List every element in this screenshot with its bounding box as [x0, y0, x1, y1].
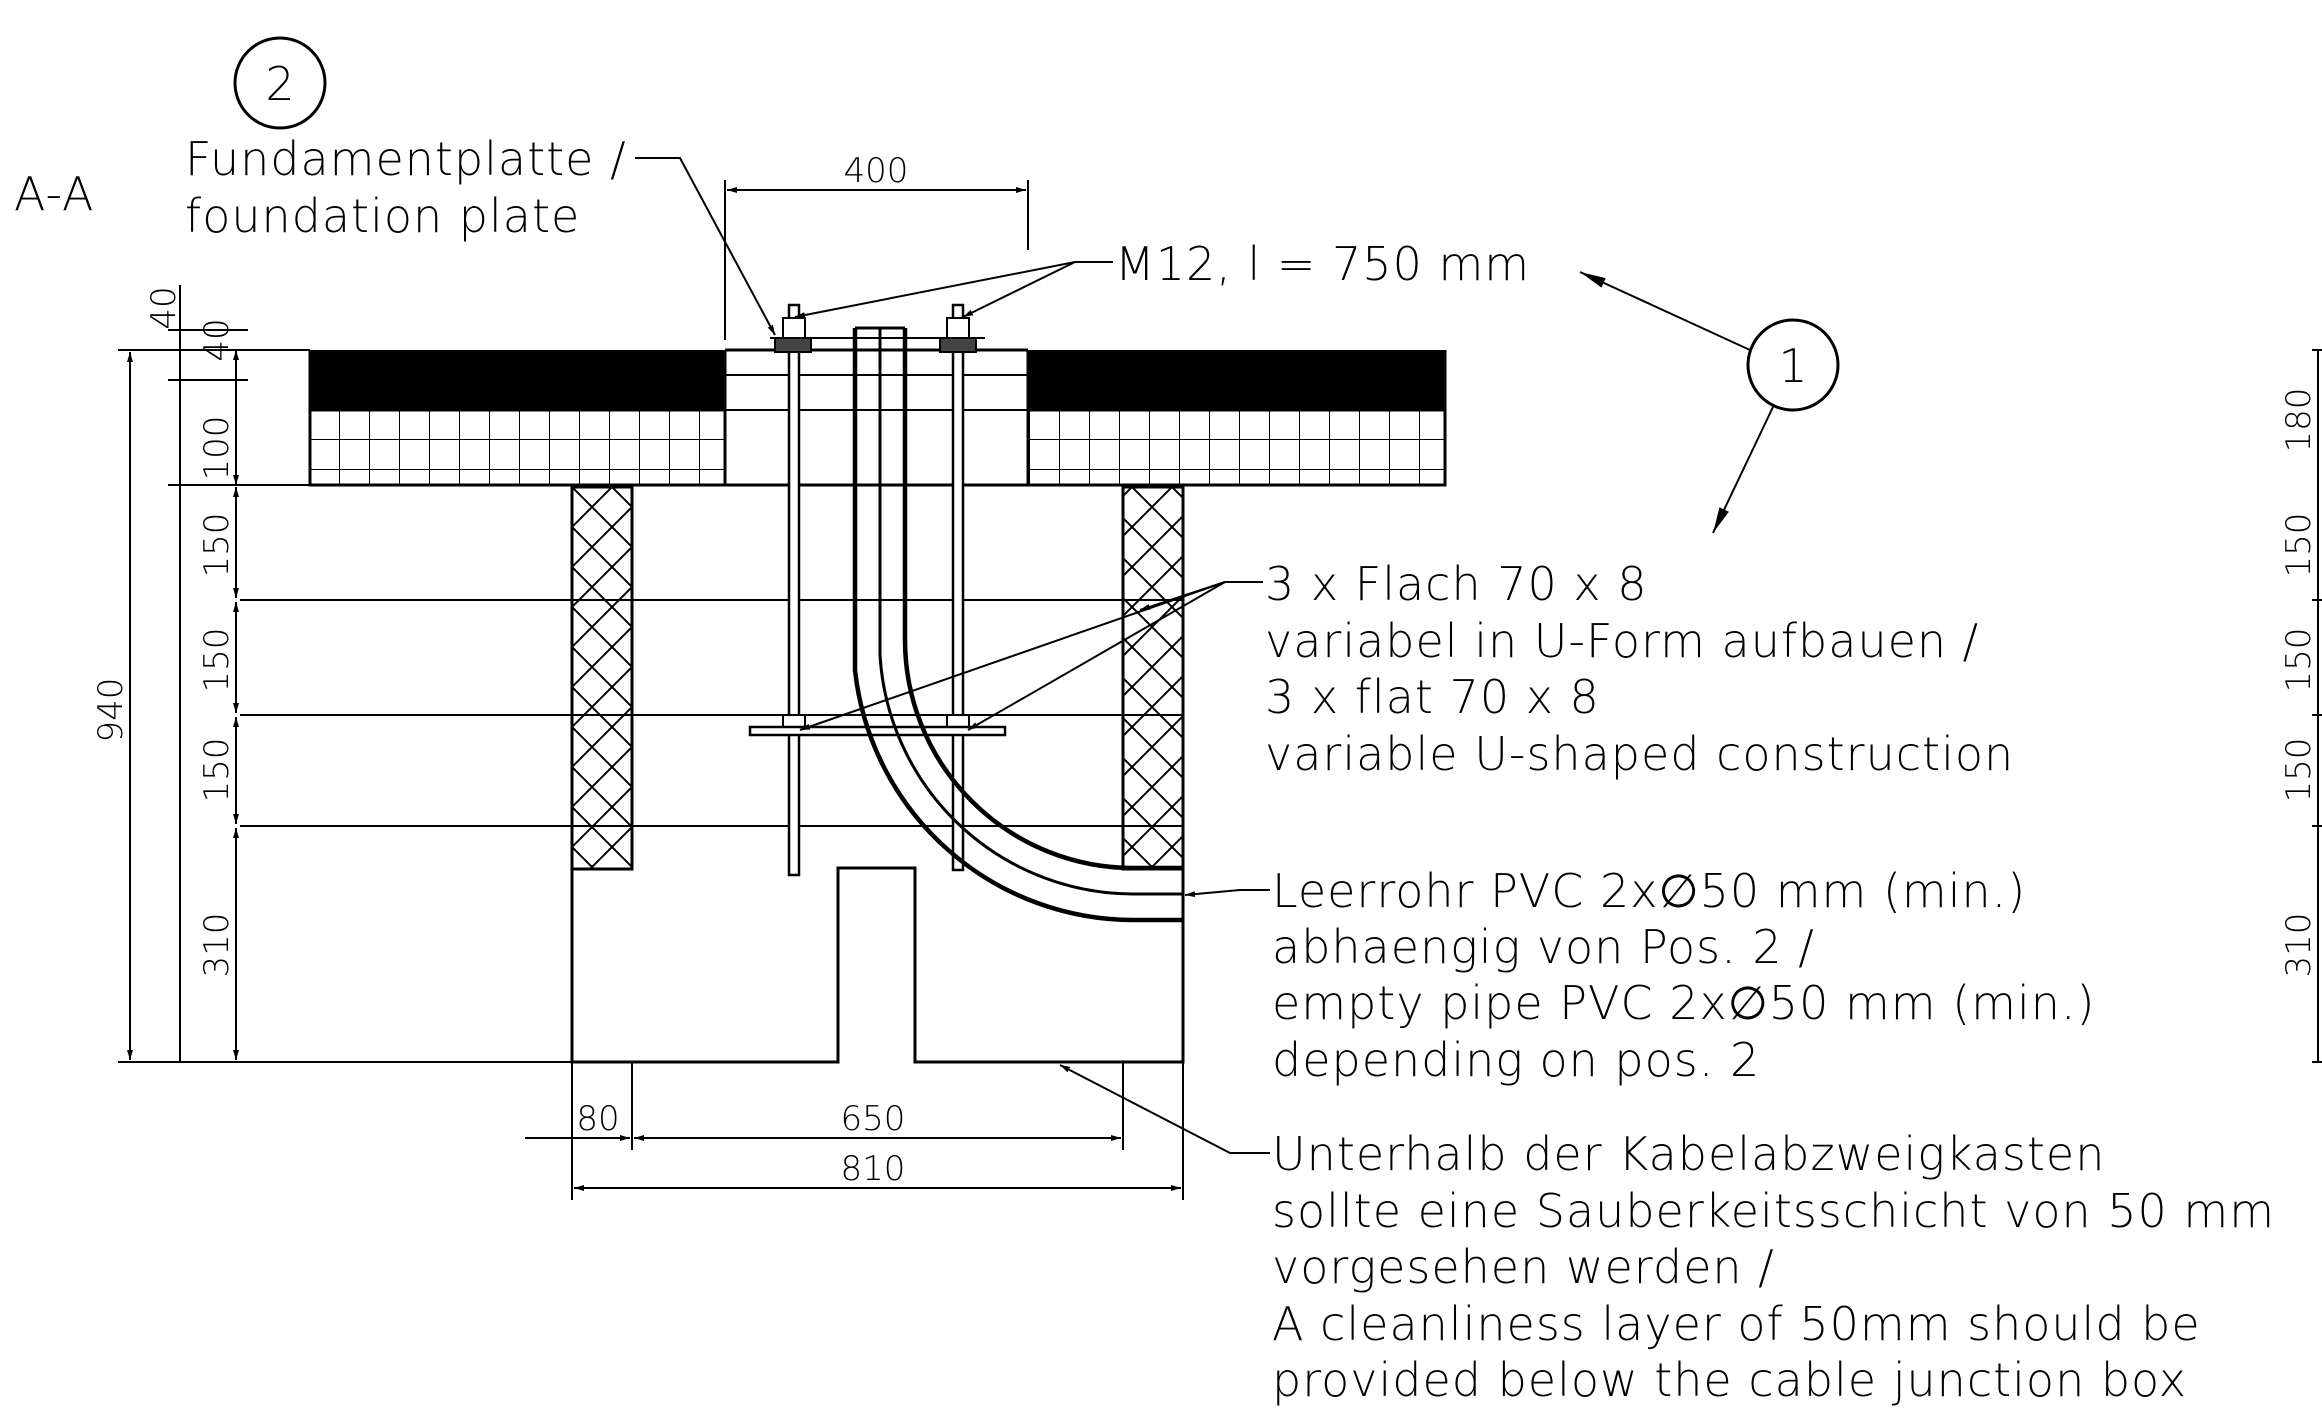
flat-bar-line-1: 3 x Flach 70 x 8	[1265, 557, 1648, 611]
foundation-plate-label-de: Fundamentplatte /	[185, 132, 627, 186]
dimensions: 400 940 40 40 100 150 150 150 310 80 650…	[91, 151, 2322, 1200]
flat-bar-line-3: 3 x flat 70 x 8	[1265, 670, 1600, 724]
dim-right-150-b: 150	[2279, 628, 2319, 693]
cleanliness-line-1: Unterhalb der Kabelabzweigkasten	[1272, 1127, 2105, 1181]
section-label: A-A	[14, 167, 95, 221]
dim-right-150-a: 150	[2279, 513, 2319, 578]
flat-bar-line-4: variable U-shaped construction	[1265, 727, 2014, 781]
bolt-label: M12, l = 750 mm	[1115, 237, 1530, 291]
pipe-line-3: empty pipe PVC 2x∅50 mm (min.)	[1272, 976, 2095, 1030]
dim-40-a: 40	[144, 286, 184, 329]
dim-650: 650	[841, 1099, 906, 1139]
level-lines	[118, 349, 1183, 1063]
cleanliness-line-2: sollte eine Sauberkeitsschicht von 50 mm	[1272, 1184, 2275, 1238]
foundation-plate-structure	[308, 348, 1447, 487]
foundation-plate-label-en: foundation plate	[185, 189, 580, 243]
flat-bar-line-2: variabel in U-Form aufbauen /	[1265, 614, 1979, 668]
pipe-line-2: abhaengig von Pos. 2 /	[1272, 920, 1815, 974]
empty-pipe	[852, 326, 1185, 923]
position-2-marker: 2	[265, 57, 294, 111]
dim-right-150-c: 150	[2279, 738, 2319, 803]
dim-100: 100	[197, 416, 237, 481]
dim-150-b: 150	[197, 628, 237, 693]
dim-right-310: 310	[2279, 913, 2319, 978]
dim-150-a: 150	[197, 513, 237, 578]
dim-810: 810	[841, 1149, 906, 1189]
dim-right-180: 180	[2279, 388, 2319, 453]
pipe-line-4: depending on pos. 2	[1272, 1033, 1760, 1087]
callouts: 2 1 A-A Fundamentplatte / foundation pla…	[14, 36, 2275, 1407]
cleanliness-line-4: A cleanliness layer of 50mm should be	[1272, 1297, 2201, 1351]
dim-310: 310	[197, 913, 237, 978]
cleanliness-line-5: provided below the cable junction box	[1272, 1353, 2187, 1407]
cable-box-walls	[570, 485, 1185, 1064]
pipe-line-1: Leerrohr PVC 2x∅50 mm (min.)	[1272, 864, 2026, 918]
dim-940: 940	[91, 678, 131, 743]
cleanliness-line-3: vorgesehen werden /	[1272, 1240, 1775, 1294]
dim-150-c: 150	[197, 738, 237, 803]
position-1-marker: 1	[1778, 339, 1807, 393]
anchor-bolts	[748, 303, 1007, 877]
dim-400: 400	[844, 151, 909, 191]
dim-40-b: 40	[197, 318, 237, 361]
dim-80: 80	[576, 1099, 619, 1139]
